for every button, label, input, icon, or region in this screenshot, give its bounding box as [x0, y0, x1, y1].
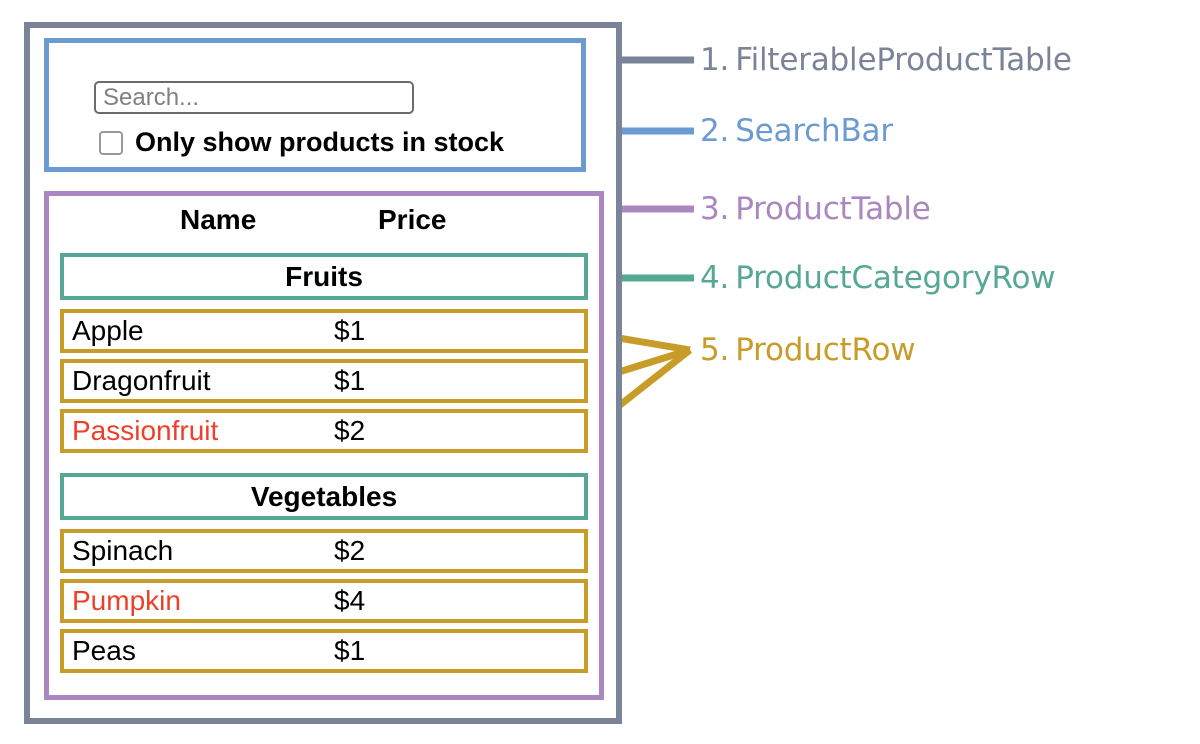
product-category-row: Fruits: [60, 253, 588, 300]
search-input[interactable]: Search...: [94, 81, 414, 114]
product-price: $2: [334, 535, 366, 566]
column-header-price: Price: [378, 204, 447, 235]
product-row: Spinach $2: [60, 529, 588, 573]
product-row: Peas $1: [60, 629, 588, 673]
product-row: Pumpkin $4: [60, 579, 588, 623]
in-stock-checkbox[interactable]: [99, 130, 123, 155]
filterable-product-table: Search... Only show products in stock Na…: [24, 22, 622, 724]
product-table: Name Price Fruits Apple $1 Dragonfruit $…: [44, 191, 604, 700]
annotation-label: ProductCategoryRow: [735, 260, 1056, 296]
product-price: $4: [334, 585, 366, 616]
product-price: $1: [334, 365, 366, 396]
annotation-product-table: 3.ProductTable: [700, 194, 931, 225]
product-table-header: Name Price: [49, 206, 599, 250]
annotation-number: 1.: [700, 42, 730, 78]
annotation-number: 2.: [700, 113, 730, 149]
annotation-number: 3.: [700, 191, 730, 227]
product-price: $1: [334, 635, 366, 666]
product-category-label: Vegetables: [250, 480, 398, 512]
annotation-label: FilterableProductTable: [735, 42, 1072, 78]
annotation-number: 4.: [700, 260, 730, 296]
search-input-placeholder: Search...: [103, 83, 200, 111]
annotation-filterable-product-table: 1.FilterableProductTable: [700, 45, 1072, 76]
product-row: Dragonfruit $1: [60, 359, 588, 403]
product-name: Passionfruit: [72, 415, 219, 446]
annotation-label: ProductTable: [735, 191, 931, 227]
annotation-search-bar: 2.SearchBar: [700, 116, 893, 147]
product-name: Apple: [72, 315, 144, 346]
in-stock-filter-row[interactable]: Only show products in stock: [99, 129, 504, 156]
product-row: Passionfruit $2: [60, 409, 588, 453]
product-name: Peas: [72, 635, 136, 666]
annotation-label: ProductRow: [735, 332, 916, 368]
annotation-product-row: 5.ProductRow: [700, 332, 916, 368]
product-price: $2: [334, 415, 366, 446]
column-header-name: Name: [180, 204, 257, 235]
group-spacer: [60, 459, 588, 473]
in-stock-checkbox-label: Only show products in stock: [135, 127, 505, 157]
product-name: Spinach: [72, 535, 174, 566]
product-name: Dragonfruit: [72, 365, 211, 396]
product-category-label: Fruits: [285, 260, 363, 292]
annotation-product-category-row: 4.ProductCategoryRow: [700, 260, 1056, 296]
annotation-label: SearchBar: [735, 113, 893, 149]
search-bar: Search... Only show products in stock: [44, 38, 586, 172]
product-row: Apple $1: [60, 309, 588, 353]
product-price: $1: [334, 315, 366, 346]
annotation-number: 5.: [700, 332, 730, 368]
product-category-row: Vegetables: [60, 473, 588, 520]
product-table-body: Fruits Apple $1 Dragonfruit $1 Passionfr…: [60, 253, 588, 679]
product-name: Pumpkin: [72, 585, 181, 616]
